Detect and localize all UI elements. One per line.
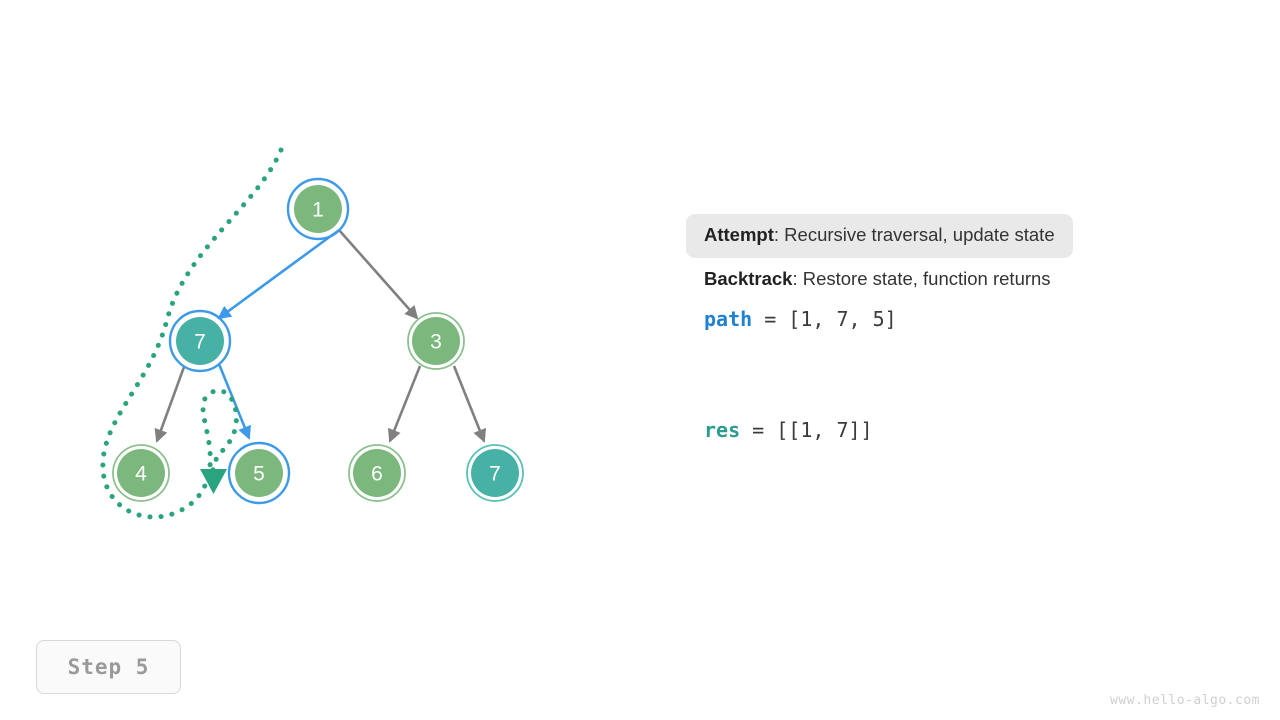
- node-7l-body: [176, 317, 224, 365]
- node-1-label: 1: [312, 199, 324, 222]
- node-3-body: [412, 317, 460, 365]
- tree-node-7-left[interactable]: 7: [168, 309, 232, 373]
- node-7l-label: 7: [194, 331, 206, 354]
- node-6-body: [353, 449, 401, 497]
- path-value: = [1, 7, 5]: [752, 307, 897, 331]
- info-panel: Attempt: Recursive traversal, update sta…: [686, 214, 1206, 449]
- res-value: = [[1, 7]]: [740, 418, 873, 442]
- tree-node-6[interactable]: 6: [348, 444, 406, 502]
- code-spacer: [686, 338, 1206, 375]
- backtrack-arrowhead-icon: [200, 469, 227, 494]
- tree-node-3[interactable]: 3: [407, 312, 465, 370]
- attempt-term: Attempt: [704, 224, 774, 245]
- node-4-label: 4: [135, 463, 147, 486]
- tree-node-1[interactable]: 1: [286, 177, 350, 241]
- node-7r-body: [471, 449, 519, 497]
- backtrack-path: [100, 147, 284, 520]
- backtrack-term: Backtrack: [704, 267, 793, 289]
- edge-3-to-7r: [452, 365, 487, 443]
- node-5-body: [235, 449, 283, 497]
- edge-7-to-4: [154, 366, 186, 443]
- node-6-label: 6: [371, 463, 383, 486]
- node-5-gap-ring: [230, 444, 288, 502]
- node-4-outer-ring: [112, 444, 170, 502]
- node-3-gap-ring: [409, 314, 463, 368]
- node-7r-gap-ring: [468, 446, 522, 500]
- attempt-text: Recursive traversal, update state: [784, 224, 1055, 245]
- node-5-outer-ring: [227, 441, 291, 505]
- node-7r-outer-ring: [466, 444, 524, 502]
- node-4-gap-ring: [114, 446, 168, 500]
- backtrack-row: Backtrack: Restore state, function retur…: [686, 258, 1206, 302]
- backtrack-text: Restore state, function returns: [802, 267, 1051, 289]
- edge-1-to-7: [217, 228, 340, 320]
- node-1-body: [294, 185, 342, 233]
- node-1-outer-ring: [286, 177, 350, 241]
- res-variable: res: [704, 418, 741, 442]
- node-7l-outer-ring: [168, 309, 232, 373]
- step-badge: Step 5: [36, 640, 181, 694]
- backtrack-separator: :: [792, 267, 803, 289]
- node-1-gap-ring: [289, 180, 347, 238]
- path-variable: path: [704, 307, 753, 331]
- tree-edges: [154, 228, 487, 443]
- tree-nodes: 1 7 3 4 5: [112, 177, 524, 505]
- node-7r-label: 7: [489, 463, 501, 486]
- node-7l-gap-ring: [171, 312, 229, 370]
- attempt-separator: :: [773, 224, 785, 245]
- res-row: res = [[1, 7]]: [686, 412, 1206, 449]
- edge-1-to-3: [338, 229, 419, 320]
- path-row: path = [1, 7, 5]: [686, 301, 1206, 338]
- node-3-label: 3: [430, 331, 442, 354]
- node-5-label: 5: [253, 463, 265, 486]
- node-6-gap-ring: [350, 446, 404, 500]
- backtrack-dotted-curve: [100, 147, 284, 520]
- edge-3-to-6: [387, 365, 422, 443]
- node-4-body: [117, 449, 165, 497]
- tree-node-5[interactable]: 5: [227, 441, 291, 505]
- tree-node-4[interactable]: 4: [112, 444, 170, 502]
- tree-node-7-right[interactable]: 7: [466, 444, 524, 502]
- attempt-row: Attempt: Recursive traversal, update sta…: [686, 214, 1073, 258]
- node-3-outer-ring: [407, 312, 465, 370]
- watermark: www.hello-algo.com: [1110, 693, 1260, 708]
- node-6-outer-ring: [348, 444, 406, 502]
- code-spacer-2: [686, 375, 1206, 412]
